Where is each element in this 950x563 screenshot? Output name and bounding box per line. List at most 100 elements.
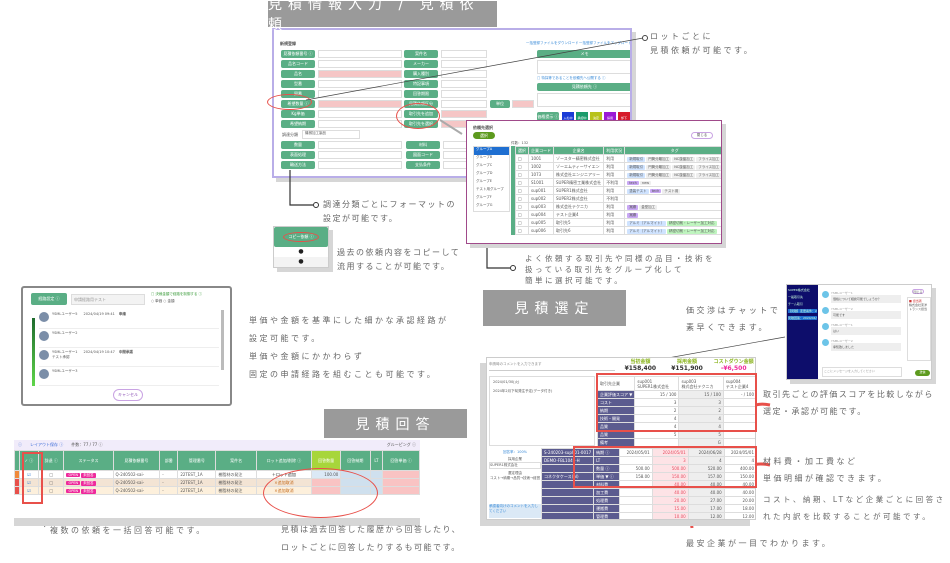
option-amount[interactable]: 金額 <box>167 299 175 303</box>
flow-arrow <box>32 318 35 386</box>
chat-sidebar-item[interactable]: SUPER株式会社 <box>788 288 810 292</box>
answer-price-input[interactable] <box>382 486 420 495</box>
note-line: 選定・承認が可能です。 <box>763 407 867 416</box>
decision-select[interactable]: SUPER1株式会社 <box>489 462 541 469</box>
memo-field[interactable] <box>537 60 630 74</box>
unit-select[interactable] <box>512 100 534 108</box>
row-checkbox[interactable]: □ <box>515 186 529 195</box>
scrollbar[interactable] <box>221 310 224 370</box>
form-field[interactable] <box>318 90 402 98</box>
tag: NC旋盤加工 <box>672 172 696 178</box>
group-item[interactable]: グループA <box>474 147 509 155</box>
form-label: 品名コード <box>281 60 315 68</box>
value-cell: 17.00 <box>687 504 725 513</box>
procurement-label: 調達分類 <box>282 132 298 137</box>
lt-input[interactable] <box>369 470 384 479</box>
row-checkbox[interactable]: □ <box>515 194 529 203</box>
grouping-button[interactable]: グルーピング ⓘ <box>386 442 416 447</box>
route-select[interactable]: 申請経路用テスト <box>71 294 145 305</box>
answer-toolbar: ⓘ レイアウト保存 ⓘ 件数：77 / 77 ⓘ グルーピング ⓘ <box>14 440 420 450</box>
form-field[interactable] <box>318 161 402 169</box>
comment-input[interactable]: 申請時のコメントを入力できます <box>489 362 615 371</box>
form-field[interactable] <box>441 90 487 98</box>
copy-request-button[interactable]: コピー依頼 ⓘ <box>274 227 328 247</box>
row-checkbox[interactable]: □ <box>515 202 529 211</box>
chat-sidebar-item[interactable]: 見積回答：2024/04/23 10:00 <box>788 316 817 320</box>
answer-price-input[interactable] <box>382 470 420 479</box>
upload-link[interactable]: 一括登録ファイルをアップロード <box>579 41 632 45</box>
option-unit[interactable]: 単価 <box>155 299 163 303</box>
chat-sidebar-item[interactable]: チーム取引 <box>788 302 803 306</box>
form-field[interactable] <box>318 151 402 159</box>
reason-label: 選定理由 <box>508 471 522 475</box>
form-field[interactable] <box>318 60 402 68</box>
cell: Q-240502-sai- <box>112 478 161 487</box>
group-item[interactable]: グループC <box>476 163 493 167</box>
form-field[interactable] <box>318 80 402 88</box>
layout-save-button[interactable]: レイアウト保存 ⓘ <box>30 442 64 447</box>
form-field[interactable] <box>441 110 487 118</box>
form-field[interactable] <box>441 60 487 68</box>
disclose-checkbox[interactable]: □ 特採等であることを依頼先へ公開する ⓘ <box>537 76 606 80</box>
decline-checkbox[interactable]: □ <box>37 486 65 495</box>
row-checkbox[interactable]: □ <box>515 162 529 171</box>
note-line: 過去の依頼内容をコピーして <box>337 248 461 257</box>
form-field[interactable] <box>318 110 402 118</box>
form-field[interactable] <box>441 100 487 108</box>
download-link[interactable]: 一括登録ファイルをダウンロード <box>526 41 579 45</box>
chat-send-button[interactable]: 送信 <box>915 370 930 376</box>
form-field[interactable] <box>318 141 402 149</box>
approval-status: 申請 <box>118 312 126 316</box>
chat-sidebar-item[interactable]: 【見積】変更案件：2024... <box>788 309 817 313</box>
form-field[interactable] <box>441 70 487 78</box>
record-count: 件数：77 / 77 ⓘ <box>71 442 103 447</box>
form-field[interactable] <box>318 70 402 78</box>
form-field[interactable] <box>441 80 487 88</box>
cell: 利用 <box>603 210 626 219</box>
group-item[interactable]: グループE <box>476 179 493 183</box>
chat-sidebar-item[interactable]: 一般取引先 <box>788 295 804 299</box>
dialog-select-button[interactable]: 選択 <box>473 132 495 139</box>
group-item[interactable]: グループF <box>476 195 492 199</box>
group-item[interactable]: グループG <box>476 203 493 207</box>
price-button[interactable]: 価格提示 ⓘ <box>537 112 559 121</box>
group-item[interactable]: グループD <box>476 171 493 175</box>
route-setting-button[interactable]: 経路設定 ⓘ <box>31 293 67 305</box>
chat-input[interactable]: ここにメッセージを入力してください <box>822 367 902 377</box>
supplier-field[interactable] <box>537 93 630 107</box>
form-field[interactable] <box>318 120 402 128</box>
group-item[interactable]: グループB <box>476 155 493 159</box>
row-checkbox[interactable]: □ <box>515 218 529 227</box>
form-field[interactable] <box>318 50 402 58</box>
form-field[interactable] <box>441 50 487 58</box>
cell: 樹脂材の発注 <box>215 478 257 487</box>
form-field[interactable] <box>318 100 402 108</box>
answer-price-input[interactable] <box>382 478 420 487</box>
row-checkbox[interactable]: □ <box>515 178 529 187</box>
approver-comment-input[interactable]: 承認者向けのコメントを入力してください <box>489 504 541 518</box>
dialog-close-button[interactable]: 閉じる <box>691 132 713 139</box>
amount-options: ○ 単価 ○ 金額 <box>151 299 175 303</box>
row-checkbox[interactable]: □ <box>515 154 529 163</box>
row-checkbox[interactable]: □ <box>515 170 529 179</box>
avatar <box>39 369 49 379</box>
amount-control-checkbox[interactable]: □ 決裁金額で経路を制御する ⓘ <box>151 292 203 296</box>
row-checkbox[interactable]: □ <box>515 210 529 219</box>
row-checkbox[interactable]: □ <box>515 226 529 235</box>
chat-close-button[interactable]: 閉じる <box>912 289 924 294</box>
group-item[interactable]: テスト用グループ <box>476 187 504 191</box>
cancel-button[interactable]: キャンセル <box>113 389 143 401</box>
procurement-select[interactable]: 機械加工製品 <box>302 130 360 139</box>
